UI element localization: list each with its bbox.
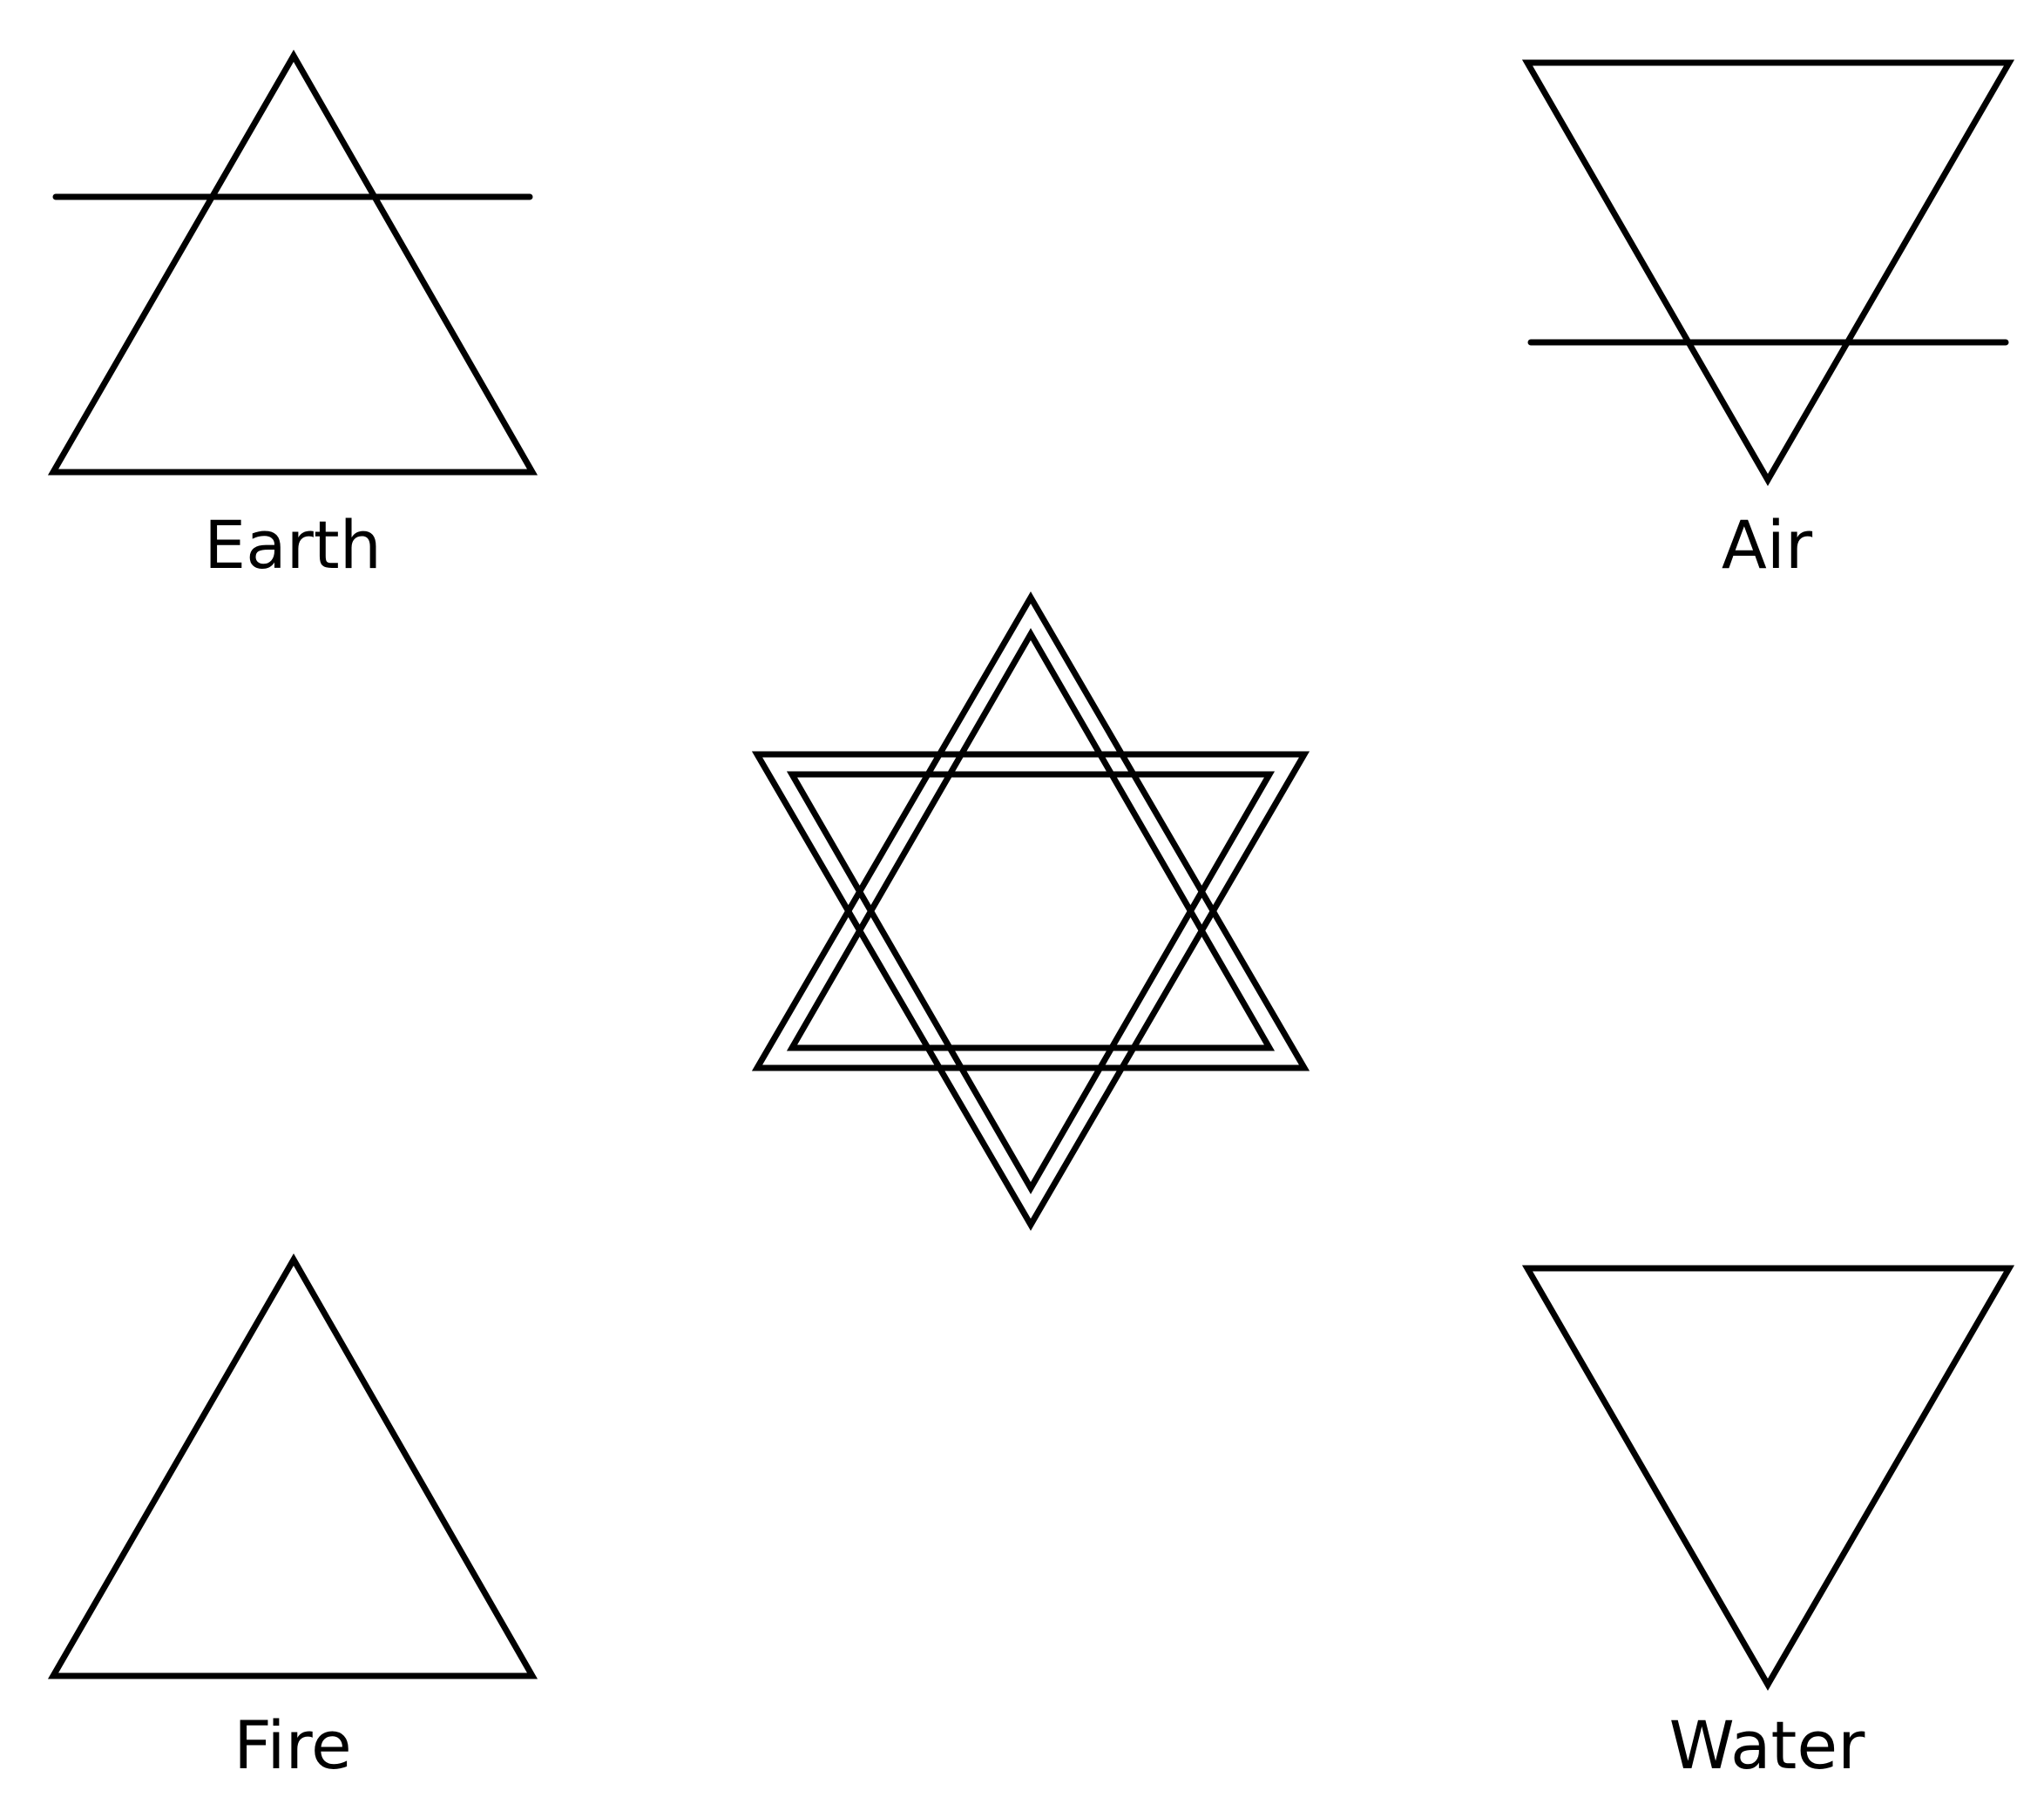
earth-symbol: Earth	[47, 49, 538, 584]
hexagram-down-inner	[786, 771, 1276, 1195]
water-label: Water	[1669, 1706, 1865, 1784]
earth-label: Earth	[204, 506, 382, 584]
fire-triangle	[47, 1253, 538, 1679]
water-symbol: Water	[1521, 1265, 2015, 1784]
fire-label: Fire	[234, 1706, 352, 1784]
water-triangle	[1521, 1265, 2015, 1691]
air-triangle	[1521, 59, 2015, 487]
hexagram-down-outer	[751, 751, 1310, 1231]
air-symbol: Air	[1521, 59, 2015, 584]
earth-triangle	[47, 49, 538, 476]
air-label: Air	[1722, 506, 1813, 584]
hexagram-symbol	[751, 591, 1310, 1231]
hexagram-up-outer	[751, 591, 1310, 1071]
fire-symbol: Fire	[47, 1253, 538, 1784]
hexagram-up-inner	[786, 627, 1276, 1051]
